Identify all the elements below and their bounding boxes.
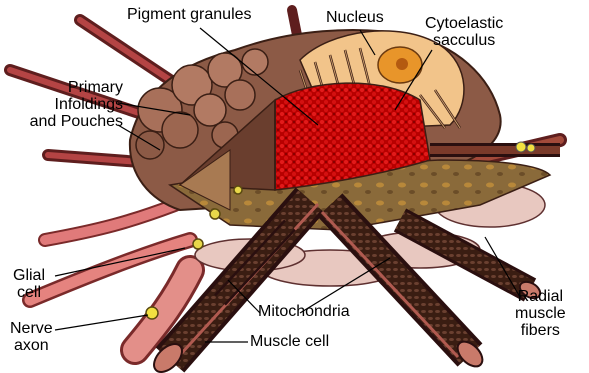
label-nucleus: Nucleus [326, 9, 384, 26]
label-muscle-cell: Muscle cell [250, 333, 329, 350]
label-mitochondria: Mitochondria [258, 303, 350, 320]
nerve-fibers [30, 205, 190, 350]
label-pigment-granules: Pigment granules [127, 6, 252, 23]
